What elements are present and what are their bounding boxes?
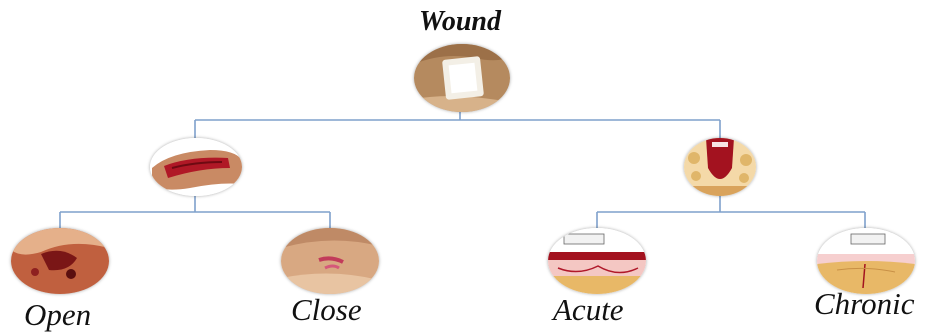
chronic-wound-diagram-image bbox=[817, 228, 915, 294]
wound-bandage-image bbox=[414, 44, 510, 112]
wound-cross-section-image bbox=[684, 138, 756, 196]
root-label: Wound bbox=[419, 6, 501, 38]
laceration-image bbox=[150, 138, 242, 196]
acute-wound-diagram-image bbox=[548, 228, 646, 294]
closed-wound-image bbox=[281, 228, 379, 294]
open-label: Open bbox=[24, 297, 91, 333]
acute-label: Acute bbox=[553, 292, 624, 328]
close-label: Close bbox=[291, 292, 362, 328]
chronic-label: Chronic bbox=[814, 286, 914, 322]
open-wound-image bbox=[11, 228, 109, 294]
